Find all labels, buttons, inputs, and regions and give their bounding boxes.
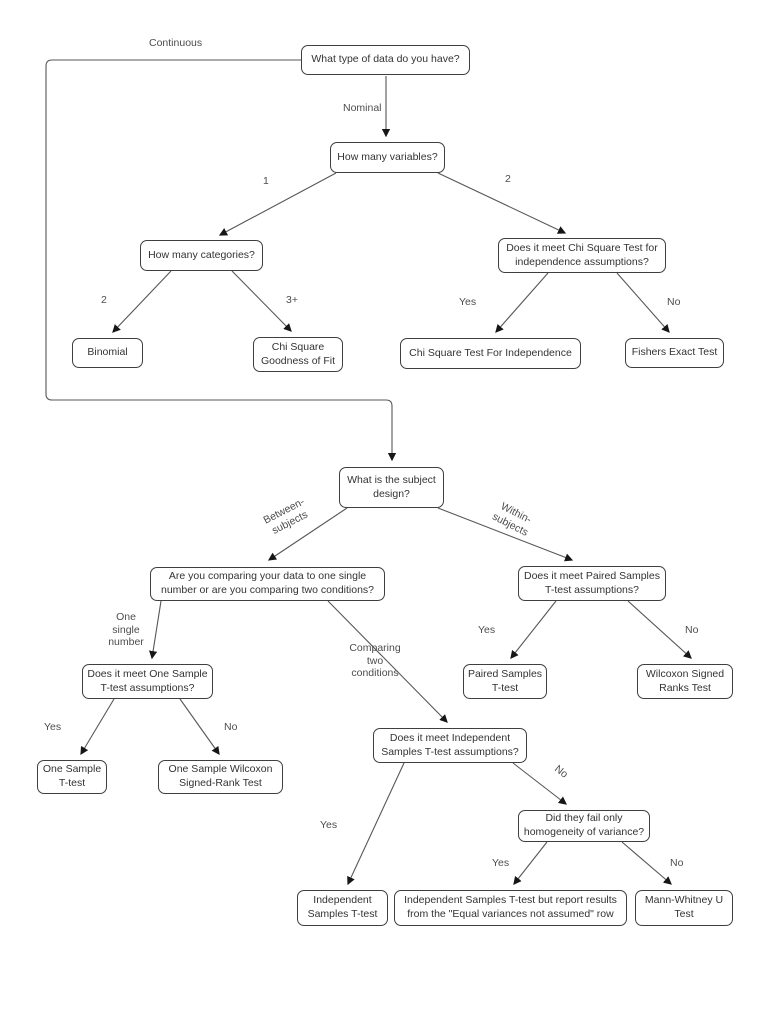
edge-comparing-two: [327, 600, 448, 723]
node-paired-samples-t-test: Paired Samples T-test: [463, 664, 547, 699]
node-independent-samples-t-test: Independent Samples T-test: [297, 890, 388, 926]
edge-one-single-number: [149, 600, 162, 660]
edge-continuous-elbow: [45, 59, 397, 462]
edge-label-indep-yes: Yes: [320, 819, 338, 831]
node-wilcoxon-signed-ranks-test: Wilcoxon Signed Ranks Test: [637, 664, 733, 699]
edge-one-sample-yes: [80, 698, 115, 756]
edge-chi-no: [616, 272, 670, 333]
edge-one-sample-no: [179, 698, 220, 756]
node-one-sample-t-test: One Sample T-test: [37, 760, 107, 794]
edge-label-1: 1: [263, 175, 269, 187]
edge-chi-yes: [495, 272, 549, 333]
edge-label-2-variables: 2: [505, 173, 511, 185]
edge-homog-yes: [513, 841, 548, 885]
edge-label-2-categories: 2: [101, 294, 107, 306]
node-one-sample-assumptions: Does it meet One Sample T-test assumptio…: [82, 664, 213, 699]
node-one-sample-wilcoxon: One Sample Wilcoxon Signed-Rank Test: [158, 760, 283, 794]
node-homogeneity-question: Did they fail only homogeneity of varian…: [518, 810, 650, 842]
edge-two-categories: [112, 270, 172, 333]
node-how-many-categories: How many categories?: [140, 240, 263, 271]
node-paired-samples-assumptions: Does it meet Paired Samples T-test assum…: [518, 566, 666, 601]
edge-label-one-sample-no: No: [224, 721, 238, 733]
node-subject-design-question: What is the subject design?: [339, 467, 444, 508]
node-independent-samples-assumptions: Does it meet Independent Samples T-test …: [373, 728, 527, 763]
edge-label-nominal: Nominal: [343, 102, 382, 114]
edge-label-paired-yes: Yes: [478, 624, 496, 636]
node-comparing-question: Are you comparing your data to one singl…: [150, 567, 385, 601]
node-chi-square-assumptions: Does it meet Chi Square Test for indepen…: [498, 238, 666, 273]
edge-one-variable: [218, 172, 337, 236]
edge-between-subjects: [267, 507, 348, 561]
edge-paired-yes: [510, 600, 557, 659]
node-fishers-exact-test: Fishers Exact Test: [625, 338, 724, 368]
node-independent-samples-report: Independent Samples T-test but report re…: [394, 890, 627, 926]
edge-indep-yes: [347, 762, 405, 886]
edge-label-one-sample-yes: Yes: [44, 721, 62, 733]
node-mann-whitney-u-test: Mann-Whitney U Test: [635, 890, 733, 926]
node-chi-square-test-independence: Chi Square Test For Independence: [400, 338, 581, 369]
node-binomial: Binomial: [72, 338, 143, 368]
edge-within-subjects: [437, 507, 574, 562]
edge-homog-no: [621, 841, 672, 885]
node-data-type-question: What type of data do you have?: [301, 45, 470, 75]
edge-label-homog-no: No: [670, 857, 684, 869]
edge-label-paired-no: No: [685, 624, 699, 636]
edge-paired-no: [627, 600, 692, 659]
edge-label-one-single-number: One single number: [108, 611, 144, 649]
edge-indep-no: [512, 762, 567, 805]
edge-label-chi-yes: Yes: [459, 296, 477, 308]
edge-label-chi-no: No: [667, 296, 681, 308]
edge-two-variables: [437, 172, 567, 234]
edge-label-3plus: 3+: [286, 294, 298, 306]
edge-three-plus-categories: [231, 270, 292, 332]
edge-label-comparing-two-conditions: Comparing two conditions: [349, 642, 401, 680]
node-chi-square-goodness-of-fit: Chi Square Goodness of Fit: [253, 337, 343, 372]
edge-label-homog-yes: Yes: [492, 857, 510, 869]
node-how-many-variables: How many variables?: [330, 142, 445, 173]
edge-label-continuous: Continuous: [149, 37, 203, 49]
